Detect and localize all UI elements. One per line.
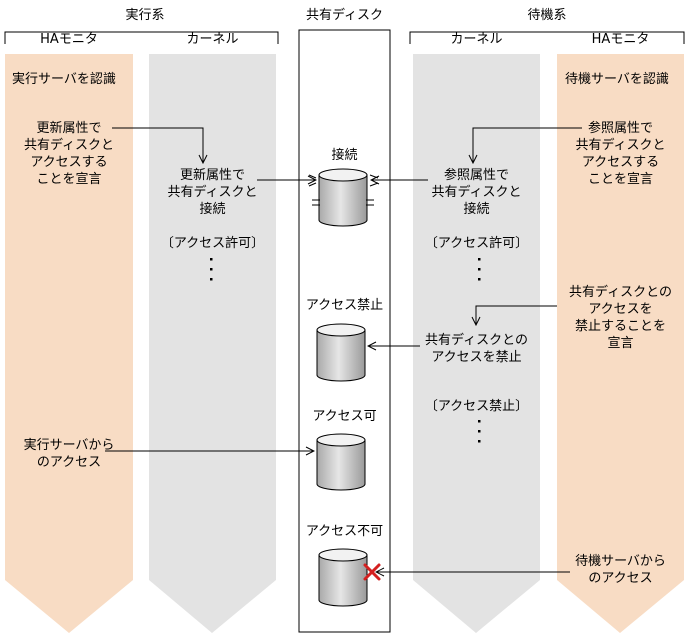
standby-ha-recognize: 待機サーバを認識 — [565, 72, 669, 87]
disk-cylinder-deny — [318, 548, 368, 607]
active-group-header: 実行系 — [125, 8, 165, 23]
disk-allow-label: アクセス可 — [312, 409, 377, 424]
standby-ha-declare: 参照属性で 共有ディスクと アクセスする ことを宣言 — [575, 121, 666, 187]
standby-ha-lane-label: HAモニタ — [591, 32, 650, 47]
standby-kernel-lane — [413, 54, 540, 633]
disk-deny-label: アクセス不可 — [305, 524, 384, 539]
active-group-bracket — [4, 31, 279, 44]
active-ha-access: 実行サーバから のアクセス — [23, 438, 115, 470]
disk-forbid-label: アクセス禁止 — [305, 298, 384, 313]
standby-ha-access: 待機サーバから のアクセス — [575, 554, 666, 586]
shared-disk-header: 共有ディスク — [305, 8, 384, 23]
active-ha-lane-label: HAモニタ — [40, 32, 98, 47]
standby-kernel-permit: 〔アクセス許可〕 — [424, 236, 529, 251]
active-kernel-lane-label: カーネル — [186, 32, 239, 47]
standby-ha-forbid-declare: 共有ディスクとの アクセスを 禁止することを 宣言 — [569, 285, 672, 351]
standby-group-bracket — [409, 31, 685, 44]
disk-cylinder-allow — [316, 433, 366, 491]
disk-cylinder-connect — [318, 168, 368, 227]
standby-kernel-connect: 参照属性で 共有ディスクと 接続 — [431, 168, 522, 217]
arrow-standby-declare — [473, 127, 582, 163]
standby-kernel-lane-label: カーネル — [450, 32, 503, 47]
active-kernel-connect: 更新属性で 共有ディスクと 接続 — [167, 168, 258, 217]
standby-kernel-forbid: 〔アクセス禁止〕 — [424, 399, 529, 414]
active-ha-lane — [5, 54, 133, 633]
arrow-active-declare — [112, 127, 203, 163]
arrow-standby-forbid-declare — [476, 305, 557, 325]
access-denied-x-icon — [363, 563, 381, 581]
active-kernel-lane — [149, 54, 276, 633]
active-kernel-ellipsis-icon — [210, 258, 213, 281]
active-ha-recognize: 実行サーバを認識 — [12, 72, 116, 87]
disk-connect-label: 接続 — [331, 148, 358, 163]
standby-kernel-forbid-action: 共有ディスクとの アクセスを禁止 — [425, 333, 528, 365]
standby-ha-lane — [557, 54, 684, 633]
active-kernel-permit: 〔アクセス許可〕 — [160, 236, 265, 251]
standby-group-header: 待機系 — [527, 8, 567, 23]
standby-kernel-ellipsis-2-icon — [478, 420, 481, 443]
active-ha-declare: 更新属性で 共有ディスクと アクセスする ことを宣言 — [23, 121, 115, 187]
standby-kernel-ellipsis-icon — [478, 258, 481, 281]
disk-cylinder-forbid — [316, 323, 366, 382]
